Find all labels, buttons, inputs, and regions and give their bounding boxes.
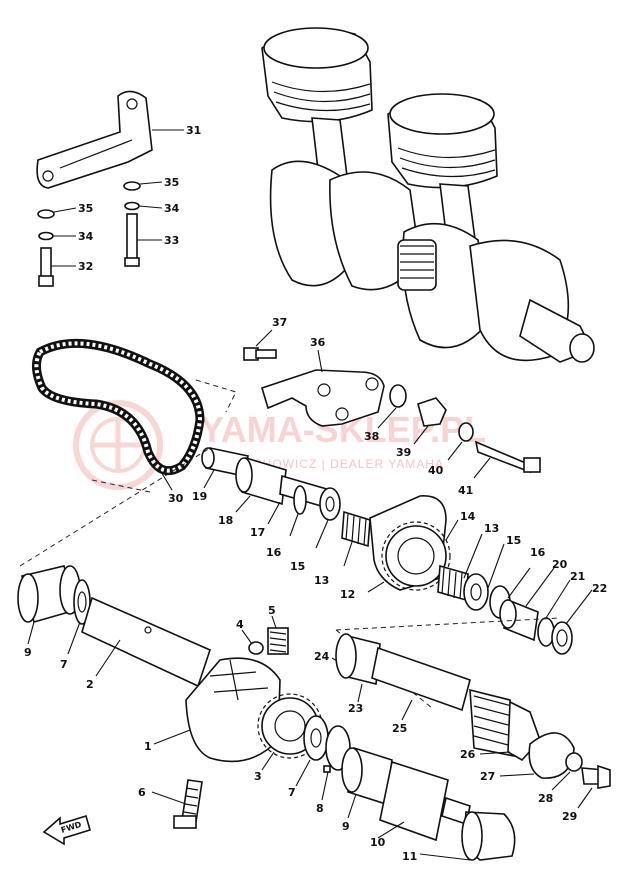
callout-35-right: 35 bbox=[164, 176, 179, 189]
callout-26: 26 bbox=[460, 748, 476, 761]
callout-34-left: 34 bbox=[78, 230, 94, 243]
callout-31: 31 bbox=[186, 124, 201, 137]
callout-22: 22 bbox=[592, 582, 607, 595]
callout-1: 1 bbox=[144, 740, 152, 753]
chain-tensioner-group bbox=[243, 329, 541, 479]
callout-16-left: 16 bbox=[266, 546, 282, 559]
callout-3: 3 bbox=[254, 770, 262, 783]
callout-27: 27 bbox=[480, 770, 495, 783]
upper-shaft-group bbox=[201, 447, 593, 655]
callout-11: 11 bbox=[402, 850, 417, 863]
callout-18: 18 bbox=[218, 514, 233, 527]
callout-41: 41 bbox=[458, 484, 473, 497]
callout-7-left: 7 bbox=[60, 658, 68, 671]
fwd-arrow-icon: FWD bbox=[42, 814, 91, 846]
callout-13-left: 13 bbox=[314, 574, 329, 587]
callout-16-right: 16 bbox=[530, 546, 546, 559]
crank-gear-logo-icon bbox=[73, 400, 163, 490]
callout-14: 14 bbox=[460, 510, 476, 523]
callout-15-right: 15 bbox=[506, 534, 521, 547]
callout-34-right: 34 bbox=[164, 202, 180, 215]
callout-13-right: 13 bbox=[484, 522, 499, 535]
callout-30: 30 bbox=[168, 492, 184, 505]
callout-numbers: 31 35 35 34 34 33 32 37 36 38 39 40 41 3… bbox=[24, 124, 607, 863]
callout-21: 21 bbox=[570, 570, 585, 583]
callout-37: 37 bbox=[272, 316, 287, 329]
callout-4: 4 bbox=[236, 618, 244, 631]
callout-28: 28 bbox=[538, 792, 553, 805]
callout-23: 23 bbox=[348, 702, 363, 715]
callout-19: 19 bbox=[192, 490, 207, 503]
lower-left-shaft-group bbox=[17, 565, 211, 688]
callout-24: 24 bbox=[314, 650, 330, 663]
callout-8: 8 bbox=[316, 802, 324, 815]
callout-2: 2 bbox=[86, 678, 94, 691]
callout-17: 17 bbox=[250, 526, 265, 539]
callout-20: 20 bbox=[552, 558, 568, 571]
callout-32: 32 bbox=[78, 260, 93, 273]
callout-15-left: 15 bbox=[290, 560, 305, 573]
callout-29: 29 bbox=[562, 810, 577, 823]
callout-10: 10 bbox=[370, 836, 386, 849]
callout-7-right: 7 bbox=[288, 786, 296, 799]
callout-9-right: 9 bbox=[342, 820, 350, 833]
callout-36: 36 bbox=[310, 336, 326, 349]
cam-chain bbox=[32, 338, 205, 491]
callout-5: 5 bbox=[268, 604, 276, 617]
callout-12: 12 bbox=[340, 588, 355, 601]
callout-33: 33 bbox=[164, 234, 179, 247]
callout-38: 38 bbox=[364, 430, 379, 443]
chain-guide-arm-group bbox=[36, 90, 184, 287]
callout-6: 6 bbox=[138, 786, 146, 799]
callout-39: 39 bbox=[396, 446, 411, 459]
callout-35-left: 35 bbox=[78, 202, 93, 215]
lower-assembly-group bbox=[151, 615, 611, 861]
callout-40: 40 bbox=[428, 464, 444, 477]
callout-9-left: 9 bbox=[24, 646, 32, 659]
crankshaft-assembly bbox=[261, 27, 595, 363]
callout-25: 25 bbox=[392, 722, 407, 735]
